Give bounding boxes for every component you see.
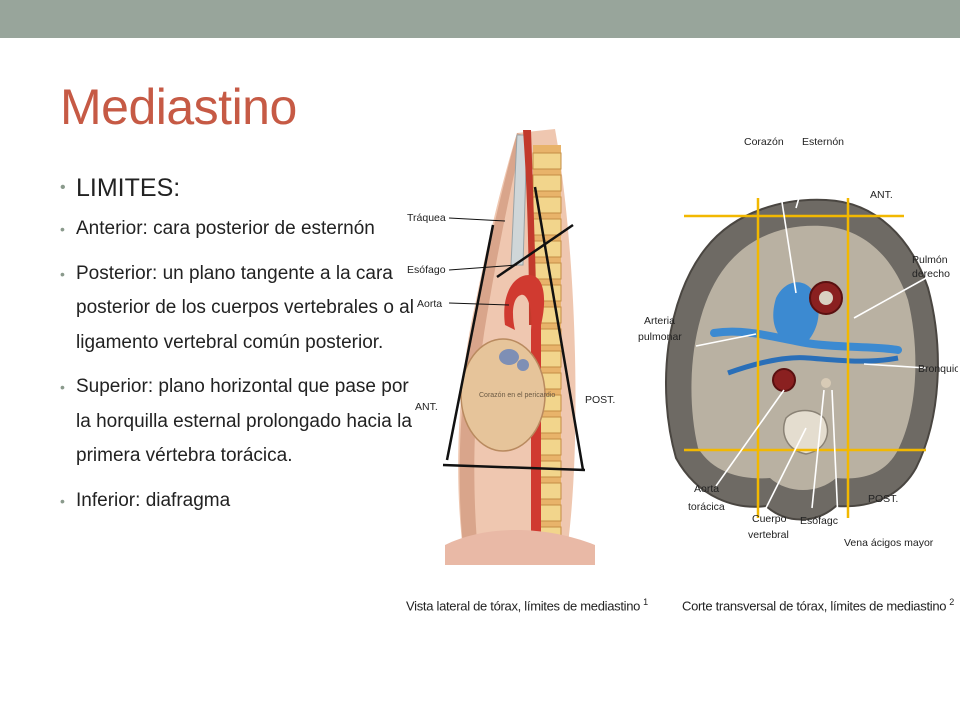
slide-content: LIMITES: Anterior: cara posterior de est… — [58, 166, 418, 528]
pulmonary-vessel — [499, 349, 519, 365]
cuerpo-label: Cuerpo vertebral — [748, 513, 789, 541]
arteria-label-line: Arteria — [644, 315, 675, 327]
transverse-section-illustration: Corazón Esternón ANT. Pulmón derecho Art… — [638, 136, 958, 549]
post-label: POST. — [585, 394, 615, 406]
bullet-limites: LIMITES: — [58, 166, 418, 210]
pulmonary-vessel-2 — [517, 359, 529, 371]
anterior-wall — [459, 133, 523, 565]
heart-label: Corazón en el pericardio — [479, 392, 555, 399]
ant-label: ANT. — [415, 401, 438, 413]
leader-lines — [695, 149, 927, 521]
slide-title: Mediastino — [60, 79, 297, 135]
pulmonary-arteries — [710, 327, 902, 354]
lateral-view-figure: Tráquea Esófago Aorta ANT. POST. Corazón… — [405, 125, 615, 575]
arteria-label-line-2: pulmonar — [638, 331, 682, 343]
transverse-section-figure: Corazón Esternón ANT. Pulmón derecho Art… — [636, 128, 958, 558]
pulmonary-veins — [727, 355, 899, 376]
inferior-boundary-line — [442, 463, 586, 472]
boundary-lines — [684, 198, 926, 518]
bronquio-label: Bronquio — [918, 363, 958, 375]
aorta-descending — [772, 368, 796, 392]
aorta-label-line: Aorta — [694, 483, 719, 495]
aorta — [504, 275, 545, 555]
aorta-label-line-2: torácica — [688, 501, 725, 513]
esofago-label-transversal: Esófagc — [800, 515, 838, 527]
esofago-label: Esófago — [407, 264, 446, 276]
bullet-inferior: Inferior: diafragma — [58, 484, 418, 519]
pulmonary-trunk — [773, 282, 819, 343]
aorta-label: Aorta — [417, 298, 442, 310]
lateral-view-illustration: Tráquea Esófago Aorta ANT. POST. Corazón… — [407, 129, 615, 565]
cuerpo-label-line-2: vertebral — [748, 529, 789, 541]
corazon-label: Corazón — [744, 136, 784, 148]
transverse-section-caption: Corte transversal de tórax, límites de m… — [682, 597, 954, 614]
lateral-view-caption: Vista lateral de tórax, límites de media… — [406, 597, 648, 614]
arteria-label: Arteria pulmonar — [638, 315, 682, 343]
pulmon-label: Pulmón derecho — [912, 254, 951, 280]
aorta-leader — [448, 302, 510, 306]
cuerpo-label-line: Cuerpo — [752, 513, 787, 525]
traquea-leader — [448, 217, 506, 222]
vena-label: Vena ácigos mayor — [844, 537, 934, 549]
bullet-superior: Superior: plano horizontal que pase por … — [58, 370, 418, 474]
lateral-caption-ref: 1 — [643, 597, 648, 607]
post-label-transversal: POST. — [868, 493, 898, 505]
pulmon-label-line: Pulmón — [912, 254, 948, 266]
esternon-label: Esternón — [802, 136, 844, 148]
transverse-caption-ref: 2 — [949, 597, 954, 607]
pulmon-label-line-2: derecho — [912, 268, 950, 280]
diaphragm — [445, 530, 595, 565]
bullet-posterior: Posterior: un plano tangente a la cara p… — [58, 257, 418, 361]
vertebral-body — [783, 409, 829, 455]
top-bar — [0, 0, 960, 38]
posterior-boundary-line — [533, 186, 585, 471]
traquea-label: Tráquea — [407, 212, 446, 224]
aorta-lumen — [819, 291, 833, 305]
superior-boundary-line — [496, 223, 574, 279]
esophagus-circle — [821, 378, 831, 388]
anterior-boundary-line — [445, 224, 495, 461]
bullet-anterior: Anterior: cara posterior de esternón — [58, 212, 418, 247]
esofago-leader — [448, 264, 518, 271]
ant-label-transversal: ANT. — [870, 189, 893, 201]
bullet-list: LIMITES: Anterior: cara posterior de est… — [58, 166, 418, 518]
aorta-label-transversal: Aorta torácica — [688, 483, 725, 513]
